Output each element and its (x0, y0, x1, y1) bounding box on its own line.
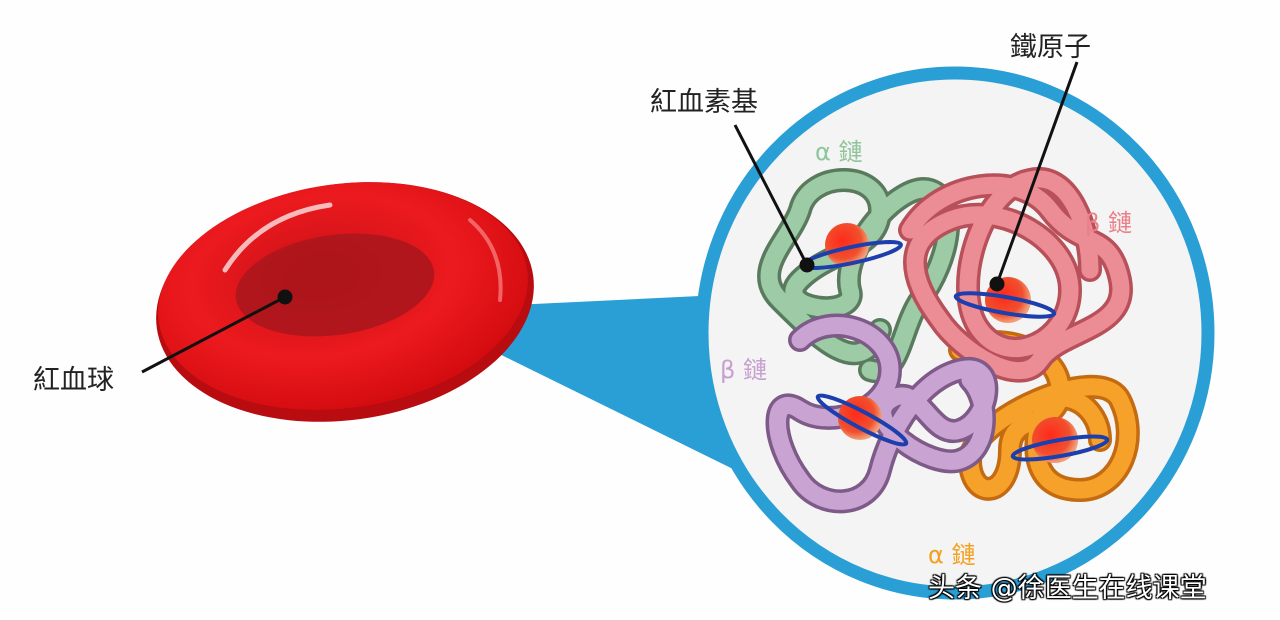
heme-group-4 (1010, 417, 1110, 463)
leader-lines (141, 61, 1079, 374)
label-red-blood-cell: 紅血球 (33, 365, 114, 396)
beta-chain-pink (898, 166, 1133, 383)
watermark: 头条 @徐医生在线课堂 (928, 573, 1207, 604)
label-alpha-chain-orange: α 鏈 (928, 541, 976, 569)
red-blood-cell (156, 182, 534, 422)
label-heme: 紅血素基 (650, 87, 758, 118)
label-iron-atom: 鐵原子 (1010, 32, 1091, 63)
label-beta-chain-pink: β 鏈 (1085, 209, 1132, 237)
heme-group-3 (815, 393, 909, 447)
label-beta-chain-purple: β 鏈 (720, 356, 767, 384)
label-alpha-chain-green: α 鏈 (815, 138, 863, 166)
alpha-chain-green (757, 168, 961, 384)
